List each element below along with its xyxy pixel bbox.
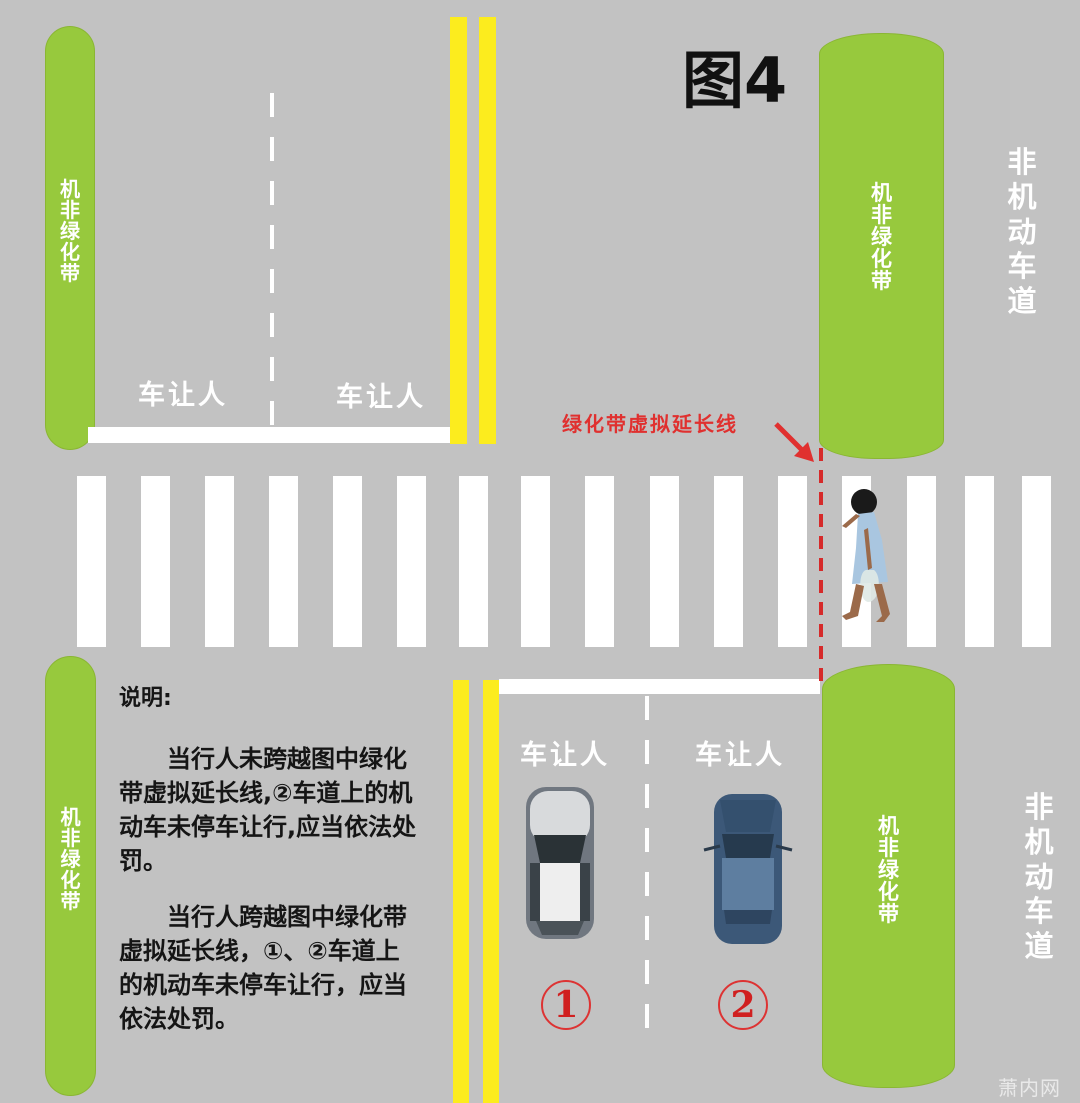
lane-divider-upper bbox=[270, 93, 274, 428]
center-line-yellow bbox=[479, 17, 496, 444]
stop-line-upper bbox=[88, 427, 450, 443]
watermark: 萧内网 bbox=[998, 1076, 1061, 1100]
crosswalk-stripe bbox=[141, 476, 170, 647]
crosswalk-stripe bbox=[1022, 476, 1051, 647]
center-line-yellow bbox=[483, 680, 499, 1103]
median-label: 机非绿化带 bbox=[878, 814, 899, 927]
median-upper-left: 机非绿化带 bbox=[46, 27, 94, 449]
virtual-extension-line-label: 绿化带虚拟延长线 bbox=[562, 412, 738, 436]
crosswalk-stripe bbox=[397, 476, 426, 647]
crosswalk-stripe bbox=[778, 476, 807, 647]
median-label: 机非绿化带 bbox=[60, 177, 80, 285]
crosswalk-stripe bbox=[521, 476, 550, 647]
lane-number-1: 1 bbox=[541, 980, 591, 1030]
stop-line-lower bbox=[499, 679, 820, 694]
explanation-block: 当行人未跨越图中绿化带虚拟延长线,②车道上的机动车未停车让行,应当依法处罚。 当… bbox=[119, 742, 419, 1036]
pedestrian-icon bbox=[842, 489, 890, 622]
non-motor-lane-label-lower: 非机动车道 bbox=[1024, 790, 1054, 964]
explanation-heading: 说明: bbox=[119, 686, 172, 711]
median-lower-right: 机非绿化带 bbox=[823, 665, 954, 1087]
yield-label-upper-right: 车让人 bbox=[336, 382, 426, 413]
arrow-icon bbox=[774, 422, 814, 462]
crosswalk-stripe bbox=[77, 476, 106, 647]
crosswalk-stripe bbox=[650, 476, 679, 647]
crosswalk-stripe bbox=[205, 476, 234, 647]
crosswalk-stripe bbox=[714, 476, 743, 647]
virtual-extension-line bbox=[819, 448, 823, 688]
median-label: 机非绿化带 bbox=[60, 805, 81, 913]
center-line-yellow bbox=[453, 680, 469, 1103]
crosswalk-stripe bbox=[965, 476, 994, 647]
median-lower-left: 机非绿化带 bbox=[46, 657, 95, 1095]
yield-label-lower-left: 车让人 bbox=[520, 740, 610, 771]
center-line-yellow bbox=[450, 17, 467, 444]
yield-label-lower-right: 车让人 bbox=[695, 740, 785, 771]
crosswalk-stripe bbox=[333, 476, 362, 647]
lane-number-2: 2 bbox=[718, 980, 768, 1030]
crosswalk-stripe bbox=[585, 476, 614, 647]
car-2-icon bbox=[703, 794, 793, 944]
figure-title: 图4 bbox=[682, 44, 788, 117]
car-1-icon bbox=[526, 787, 594, 939]
median-upper-right: 机非绿化带 bbox=[820, 34, 943, 458]
explanation-paragraph-1: 当行人未跨越图中绿化带虚拟延长线,②车道上的机动车未停车让行,应当依法处罚。 bbox=[119, 745, 417, 875]
explanation-paragraph-2: 当行人跨越图中绿化带虚拟延长线，①、②车道上的机动车未停车让行，应当依法处罚。 bbox=[119, 903, 407, 1033]
lane-divider-lower bbox=[645, 696, 649, 1036]
yield-label-upper-left: 车让人 bbox=[138, 380, 228, 411]
median-label: 机非绿化带 bbox=[871, 181, 892, 294]
crosswalk-stripe bbox=[907, 476, 936, 647]
crosswalk-stripe bbox=[269, 476, 298, 647]
non-motor-lane-label-upper: 非机动车道 bbox=[1007, 145, 1037, 319]
crosswalk-stripe bbox=[459, 476, 488, 647]
